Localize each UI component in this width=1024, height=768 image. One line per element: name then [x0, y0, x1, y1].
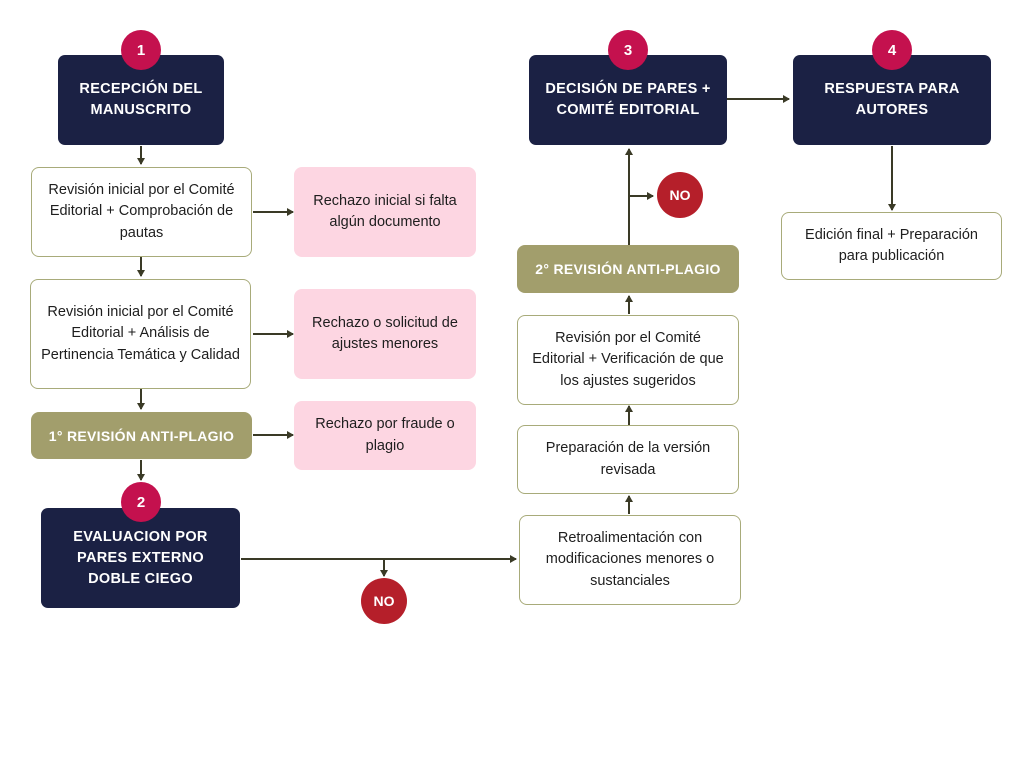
second-plagiarism-check: 2° REVISIÓN ANTI-PLAGIO: [517, 245, 739, 293]
step-1-badge: 1: [121, 30, 161, 70]
step-3-badge: 3: [608, 30, 648, 70]
rejection-minor-adjustments: Rechazo o solicitud de ajustes menores: [294, 289, 476, 379]
step-peer-review: EVALUACION POR PARES EXTERNO DOBLE CIEGO: [41, 508, 240, 608]
no-badge-peer-review: NO: [361, 578, 407, 624]
initial-review-guidelines: Revisión inicial por el Comité Editorial…: [31, 167, 252, 257]
step-reception: RECEPCIÓN DEL MANUSCRITO: [58, 55, 224, 145]
step-author-response: RESPUESTA PARA AUTORES: [793, 55, 991, 145]
rejection-fraud-plagiarism: Rechazo por fraude o plagio: [294, 401, 476, 470]
step-4-badge: 4: [872, 30, 912, 70]
rejection-missing-document: Rechazo inicial si falta algún documento: [294, 167, 476, 257]
step-reception-label: RECEPCIÓN DEL MANUSCRITO: [79, 81, 203, 118]
committee-verification: Revisión por el Comité Editorial + Verif…: [517, 315, 739, 405]
first-plagiarism-check: 1° REVISIÓN ANTI-PLAGIO: [31, 412, 252, 459]
no-badge-plagiarism: NO: [657, 172, 703, 218]
final-edition-publication: Edición final + Preparación para publica…: [781, 212, 1002, 280]
initial-review-relevance: Revisión inicial por el Comité Editorial…: [30, 279, 251, 389]
revised-version-prep: Preparación de la versión revisada: [517, 425, 739, 494]
step-2-badge: 2: [121, 482, 161, 522]
feedback-modifications: Retroalimentación con modificaciones men…: [519, 515, 741, 605]
step-decision: DECISIÓN DE PARES + COMITÉ EDITORIAL: [529, 55, 727, 145]
